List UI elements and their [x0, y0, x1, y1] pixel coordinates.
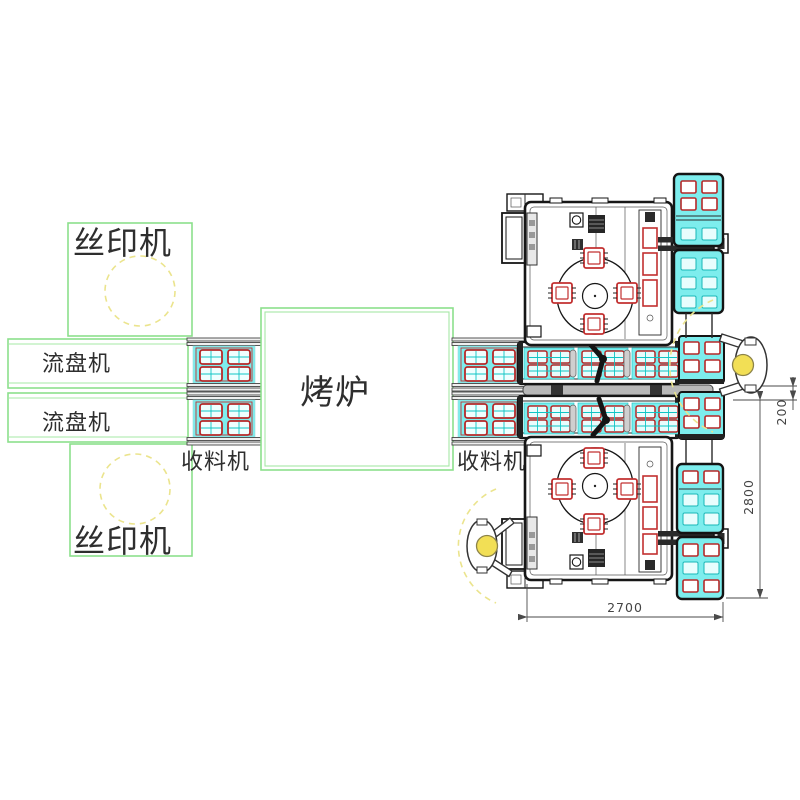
label-silk-printer-top: 丝印机: [73, 224, 172, 262]
conveyor-strip: [516, 335, 725, 440]
oven: 烤炉: [260, 307, 454, 471]
conveyor-row-top: [516, 340, 683, 386]
silk-printer-bottom: 丝印机: [69, 443, 193, 560]
tray-stack-bottom-right: [675, 440, 725, 601]
operator-bottom-left: [457, 488, 515, 604]
collector-left-modules: 收料机: [181, 338, 261, 475]
dim-text-2700: 2700: [607, 600, 643, 615]
strip-right-buffer-modules: [678, 335, 725, 440]
dimension-200: 200: [733, 377, 797, 425]
dim-text-200: 200: [774, 399, 789, 426]
silk-printer-bottom-turn-circle: [99, 453, 171, 525]
label-tray-flow-top: 流盘机: [42, 352, 111, 377]
label-collector-right: 收料机: [457, 450, 526, 475]
conveyor-row-bottom: [516, 394, 683, 440]
operator-bottom-head: [475, 534, 499, 558]
dimension-2800: 2800: [726, 391, 768, 599]
silk-printer-top: 丝印机: [67, 222, 193, 337]
label-silk-printer-bottom: 丝印机: [73, 522, 172, 560]
dim-text-2800: 2800: [741, 479, 756, 515]
operator-bottom-reach-arc: [457, 488, 497, 604]
operator-right-head: [731, 353, 755, 377]
label-oven: 烤炉: [300, 373, 370, 413]
label-collector-left: 收料机: [181, 450, 250, 475]
tray-flow-machine-top: 流盘机: [7, 338, 189, 389]
label-tray-flow-bottom: 流盘机: [42, 411, 111, 436]
collector-right-modules: 收料机: [452, 338, 526, 475]
operator-right-reach-arc: [668, 299, 714, 433]
dimension-2700: 2700: [518, 584, 724, 622]
silk-printer-top-turn-circle: [104, 255, 176, 327]
tray-stack-top-right: [672, 172, 725, 338]
tray-flow-machine-bottom: 流盘机: [7, 392, 189, 443]
operator-right: [668, 299, 768, 433]
